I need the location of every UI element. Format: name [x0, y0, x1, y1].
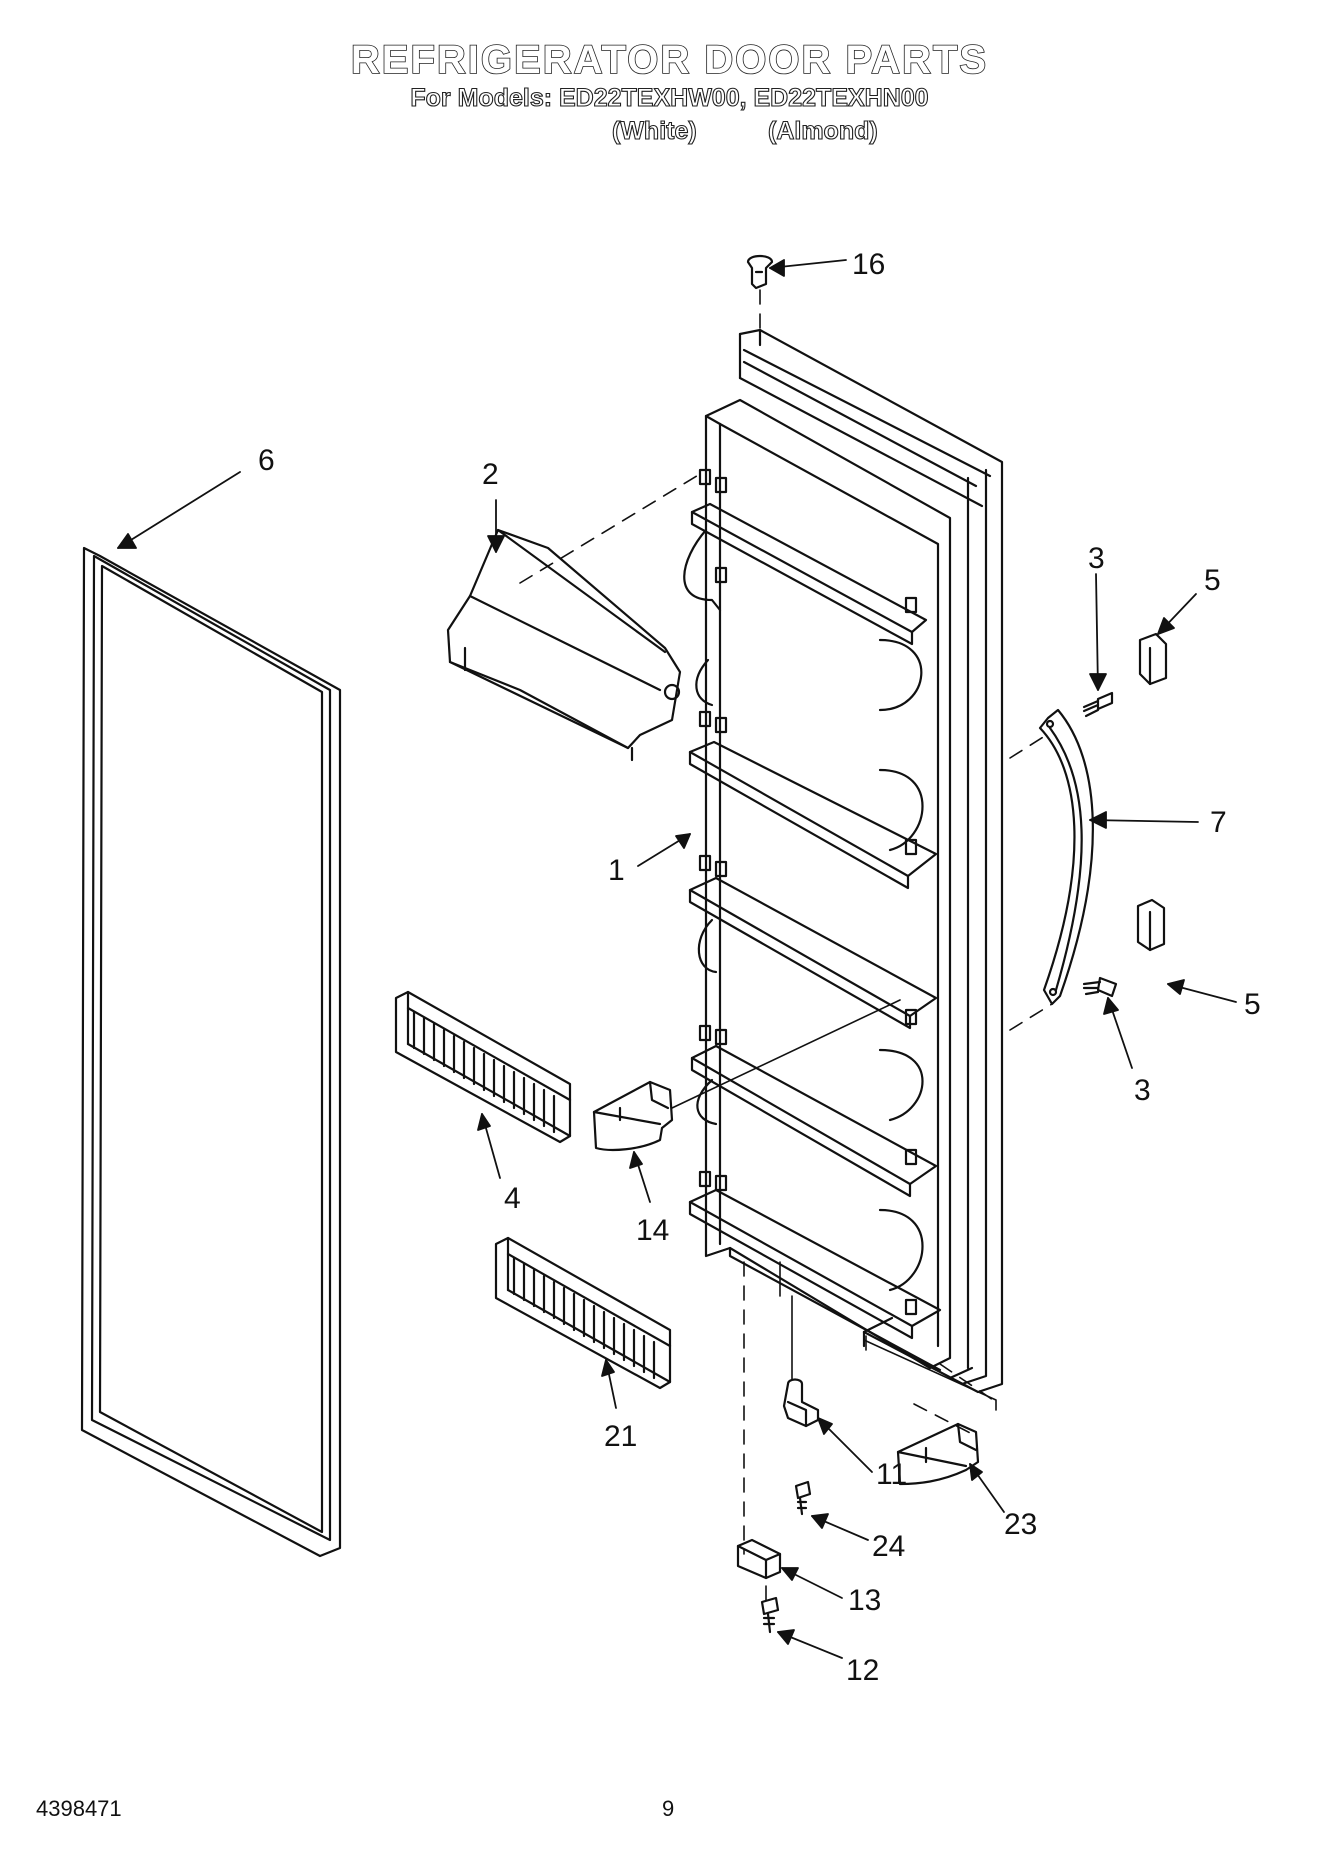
callout-16: 16 — [852, 248, 885, 281]
screw-part-3-bottom — [1082, 976, 1118, 998]
screw-part-12 — [760, 1596, 780, 1634]
callout-5-top: 5 — [1204, 564, 1221, 597]
callout-13: 13 — [848, 1584, 881, 1617]
screw-part-3-top — [1082, 691, 1114, 718]
hinge-part-13 — [736, 1538, 782, 1580]
callout-5-bottom: 5 — [1244, 988, 1261, 1021]
callout-21: 21 — [604, 1420, 637, 1453]
document-number: 4398471 — [36, 1796, 122, 1821]
models-line: For Models: ED22TEXHW00, ED22TEXHN00 — [410, 83, 929, 112]
end-cap-part-14 — [592, 1080, 674, 1152]
door-outer-panel — [738, 328, 1004, 1394]
callout-7: 7 — [1210, 806, 1227, 839]
callout-2: 2 — [482, 458, 499, 491]
screw-part-24 — [794, 1480, 812, 1516]
handle-cap-part-5-top — [1138, 632, 1168, 686]
hinge-pin-part-11 — [782, 1378, 820, 1428]
callout-12: 12 — [846, 1654, 879, 1687]
bottle-retainer-part-4 — [394, 990, 572, 1144]
callout-11: 11 — [876, 1458, 907, 1491]
callout-23: 23 — [1004, 1508, 1037, 1541]
assembly-leader-lines — [671, 999, 997, 1411]
color-label-white: (White) — [611, 116, 697, 145]
callout-6: 6 — [258, 444, 275, 477]
callout-3-bottom: 3 — [1134, 1074, 1151, 1107]
end-cap-part-23 — [896, 1422, 980, 1486]
callout-24: 24 — [872, 1530, 905, 1563]
page-number: 9 — [662, 1796, 675, 1821]
bottle-retainer-part-21 — [494, 1236, 672, 1390]
dairy-door-part-2 — [446, 528, 682, 762]
door-liner-part-1 — [683, 398, 952, 1372]
callout-14: 14 — [636, 1214, 669, 1247]
callout-arrows — [117, 259, 1237, 1659]
callout-4: 4 — [504, 1182, 521, 1215]
assembly-dashed-lines — [519, 289, 1053, 1601]
door-gasket-part-6 — [80, 546, 342, 1558]
plug-part-16 — [746, 254, 774, 290]
page-title: REFRIGERATOR DOOR PARTS — [350, 37, 989, 83]
color-label-almond: (Almond) — [767, 116, 878, 145]
callout-1: 1 — [608, 854, 625, 887]
door-handle-part-7 — [1038, 708, 1094, 1006]
handle-cap-part-5-bottom — [1136, 898, 1166, 952]
callout-3-top: 3 — [1088, 542, 1105, 575]
